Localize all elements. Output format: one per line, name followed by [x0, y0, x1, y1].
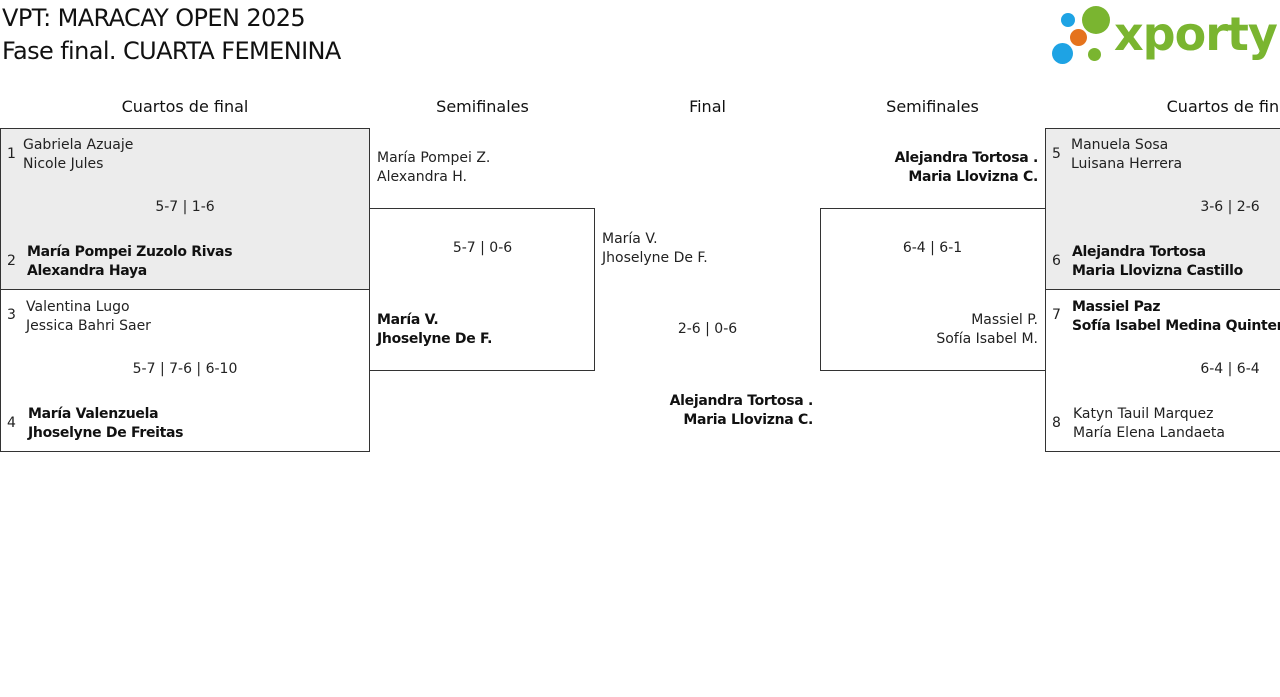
logo-wordmark: xporty [1114, 7, 1278, 61]
match-score: 6-4 | 6-1 [902, 240, 963, 256]
seed-number: 6 [1052, 253, 1061, 269]
player-name: Jhoselyne De F. [602, 250, 708, 266]
winner-player-name: María V. [377, 312, 439, 328]
winner-player-name: Maria Llovizna Castillo [1072, 263, 1243, 279]
column-header-final: Final [689, 97, 726, 116]
seed-number: 3 [7, 307, 16, 323]
champion-player-name: Maria Llovizna C. [683, 412, 813, 428]
logo-dot-green [1082, 6, 1110, 34]
winner-player-name: Jhoselyne De Freitas [28, 425, 184, 441]
player-name: Valentina Lugo [26, 299, 130, 315]
seed-number: 8 [1052, 415, 1061, 431]
winner-player-name: María Valenzuela [28, 406, 159, 422]
player-name: Jessica Bahri Saer [26, 318, 151, 334]
winner-player-name: Sofía Isabel Medina Quintero [1072, 318, 1280, 334]
player-name: María V. [602, 231, 658, 247]
column-header-qf-right: Cuartos de final [1166, 97, 1280, 116]
logo-dot-blue-small [1061, 13, 1075, 27]
page-title: VPT: MARACAY OPEN 2025 [2, 4, 306, 32]
winner-player-name: Massiel Paz [1072, 299, 1161, 315]
player-name: Gabriela Azuaje [23, 137, 134, 153]
winner-player-name: Alexandra Haya [27, 263, 147, 279]
winner-player-name: Jhoselyne De F. [377, 331, 493, 347]
player-name: Katyn Tauil Marquez [1073, 406, 1214, 422]
sf-left-match[interactable] [369, 208, 595, 371]
winner-player-name: María Pompei Zuzolo Rivas [27, 244, 233, 260]
xporty-logo[interactable]: xporty [1052, 4, 1278, 68]
seed-number: 4 [7, 415, 16, 431]
winner-player-name: Alejandra Tortosa . [894, 150, 1039, 166]
player-name: Nicole Jules [23, 156, 104, 172]
player-name: Luisana Herrera [1071, 156, 1183, 172]
champion-player-name: Alejandra Tortosa . [669, 393, 814, 409]
seed-number: 1 [7, 146, 16, 162]
final-score: 2-6 | 0-6 [677, 321, 738, 337]
logo-dot-blue [1052, 43, 1073, 64]
player-name: Massiel P. [971, 312, 1038, 328]
logo-dot-orange [1070, 29, 1087, 46]
winner-player-name: Alejandra Tortosa [1072, 244, 1206, 260]
player-name: María Pompei Z. [377, 150, 491, 166]
logo-dot-green-small [1088, 48, 1101, 61]
column-header-qf-left: Cuartos de final [121, 97, 249, 116]
match-score: 5-7 | 1-6 [155, 199, 215, 215]
match-score: 5-7 | 0-6 [452, 240, 513, 256]
player-name: María Elena Landaeta [1073, 425, 1225, 441]
player-name: Sofía Isabel M. [936, 331, 1038, 347]
qf-right-match-1[interactable] [1045, 128, 1280, 290]
match-score: 3-6 | 2-6 [1200, 199, 1260, 215]
seed-number: 5 [1052, 146, 1061, 162]
column-header-sf-right: Semifinales [886, 97, 979, 116]
qf-left-match-1[interactable] [0, 128, 370, 290]
seed-number: 2 [7, 253, 16, 269]
player-name: Manuela Sosa [1071, 137, 1169, 153]
page-subtitle: Fase final. CUARTA FEMENINA [2, 37, 341, 65]
player-name: Alexandra H. [377, 169, 467, 185]
match-score: 5-7 | 7-6 | 6-10 [132, 361, 238, 377]
seed-number: 7 [1052, 307, 1061, 323]
column-header-sf-left: Semifinales [436, 97, 529, 116]
match-score: 6-4 | 6-4 [1200, 361, 1260, 377]
winner-player-name: Maria Llovizna C. [908, 169, 1038, 185]
qf-right-match-2[interactable] [1045, 289, 1280, 452]
